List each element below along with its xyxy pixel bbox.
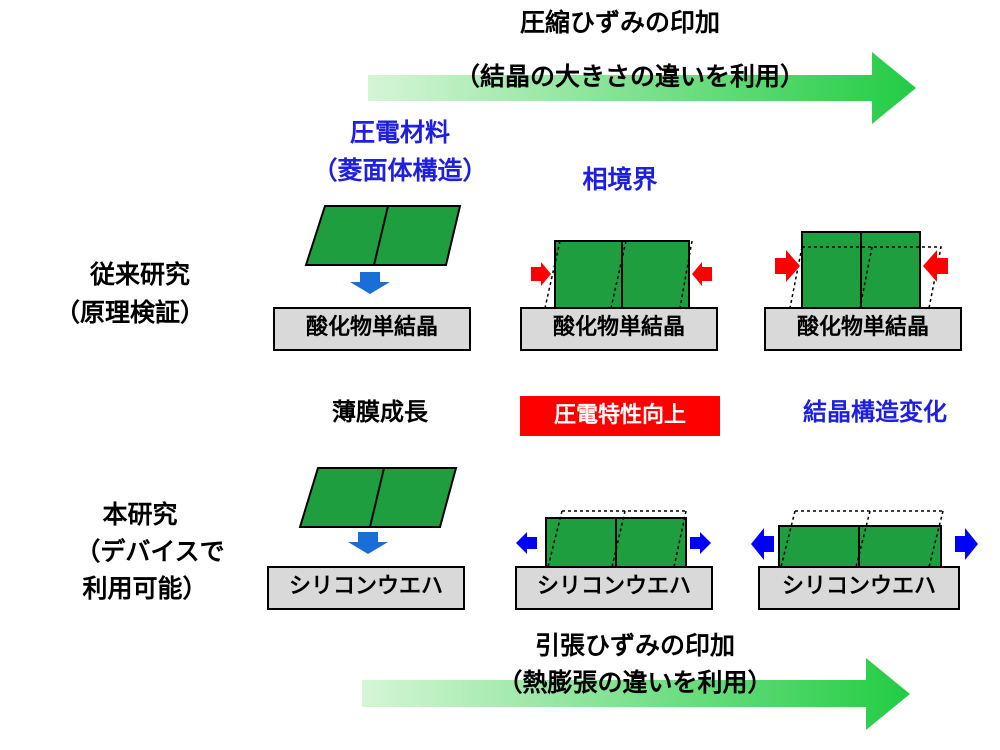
tensile-arrow-right-small xyxy=(690,532,711,554)
tensile-crystal-phase-boundary xyxy=(545,510,687,568)
piezo-improvement-badge: 圧電特性向上 xyxy=(520,396,720,436)
deposition-arrow-top xyxy=(350,272,390,294)
compress-arrow-left-small xyxy=(531,262,551,286)
compressive-strain-arrow xyxy=(368,52,916,124)
device-usable-label-1: （デバイスで xyxy=(75,537,225,566)
tensile-strain-arrow xyxy=(362,658,910,730)
previous-research-label: 従来研究 xyxy=(89,260,190,289)
tensile-crystal-changed xyxy=(778,510,944,568)
piezo-material-label: 圧電材料 xyxy=(349,118,450,147)
substrate-oxide-1 xyxy=(273,307,471,351)
compress-arrow-right-small xyxy=(692,262,712,286)
substrate-oxide-label-1: 酸化物単結晶 xyxy=(305,315,438,340)
rhombohedral-crystal-bottom xyxy=(298,467,458,528)
substrate-oxide-label-2: 酸化物単結晶 xyxy=(552,315,685,340)
tensile-strain-title: 引張ひずみの印加 xyxy=(534,631,735,660)
strained-crystal-phase-boundary xyxy=(544,240,693,309)
deposition-arrow-bottom xyxy=(348,532,388,554)
compress-arrow-right-large xyxy=(923,250,948,282)
thin-film-growth-label: 薄膜成長 xyxy=(332,398,428,426)
substrate-silicon-2 xyxy=(515,566,713,610)
substrate-oxide-label-3: 酸化物単結晶 xyxy=(796,315,929,340)
rhombohedral-crystal-top xyxy=(304,205,462,266)
compressive-strain-title: 圧縮ひずみの印加 xyxy=(519,8,720,37)
rhombohedral-structure-label: （菱面体構造） xyxy=(312,156,488,185)
crystal-structure-change-label: 結晶構造変化 xyxy=(803,398,947,426)
substrate-silicon-1 xyxy=(267,566,465,610)
tensile-arrow-left-large xyxy=(751,528,774,560)
strained-crystal-tetragonal xyxy=(789,231,942,309)
tensile-strain-subtitle: （熱膨張の違いを利用） xyxy=(497,668,773,697)
substrate-silicon-label-2: シリコンウエハ xyxy=(536,574,691,599)
phase-boundary-label: 相境界 xyxy=(582,165,658,194)
substrate-silicon-label-1: シリコンウエハ xyxy=(288,574,443,599)
tensile-arrow-right-large xyxy=(955,528,978,560)
substrate-silicon-label-3: シリコンウエハ xyxy=(781,574,936,599)
device-usable-label-2: 利用可能） xyxy=(82,574,208,603)
substrate-silicon-3 xyxy=(758,566,960,610)
this-work-label: 本研究 xyxy=(102,500,178,529)
compress-arrow-left-large xyxy=(775,250,800,282)
compressive-strain-subtitle: （結晶の大きさの違いを利用） xyxy=(454,62,805,91)
substrate-oxide-3 xyxy=(764,307,962,351)
tensile-arrow-left-small xyxy=(516,532,537,554)
proof-of-principle-label: （原理検証） xyxy=(54,298,205,327)
